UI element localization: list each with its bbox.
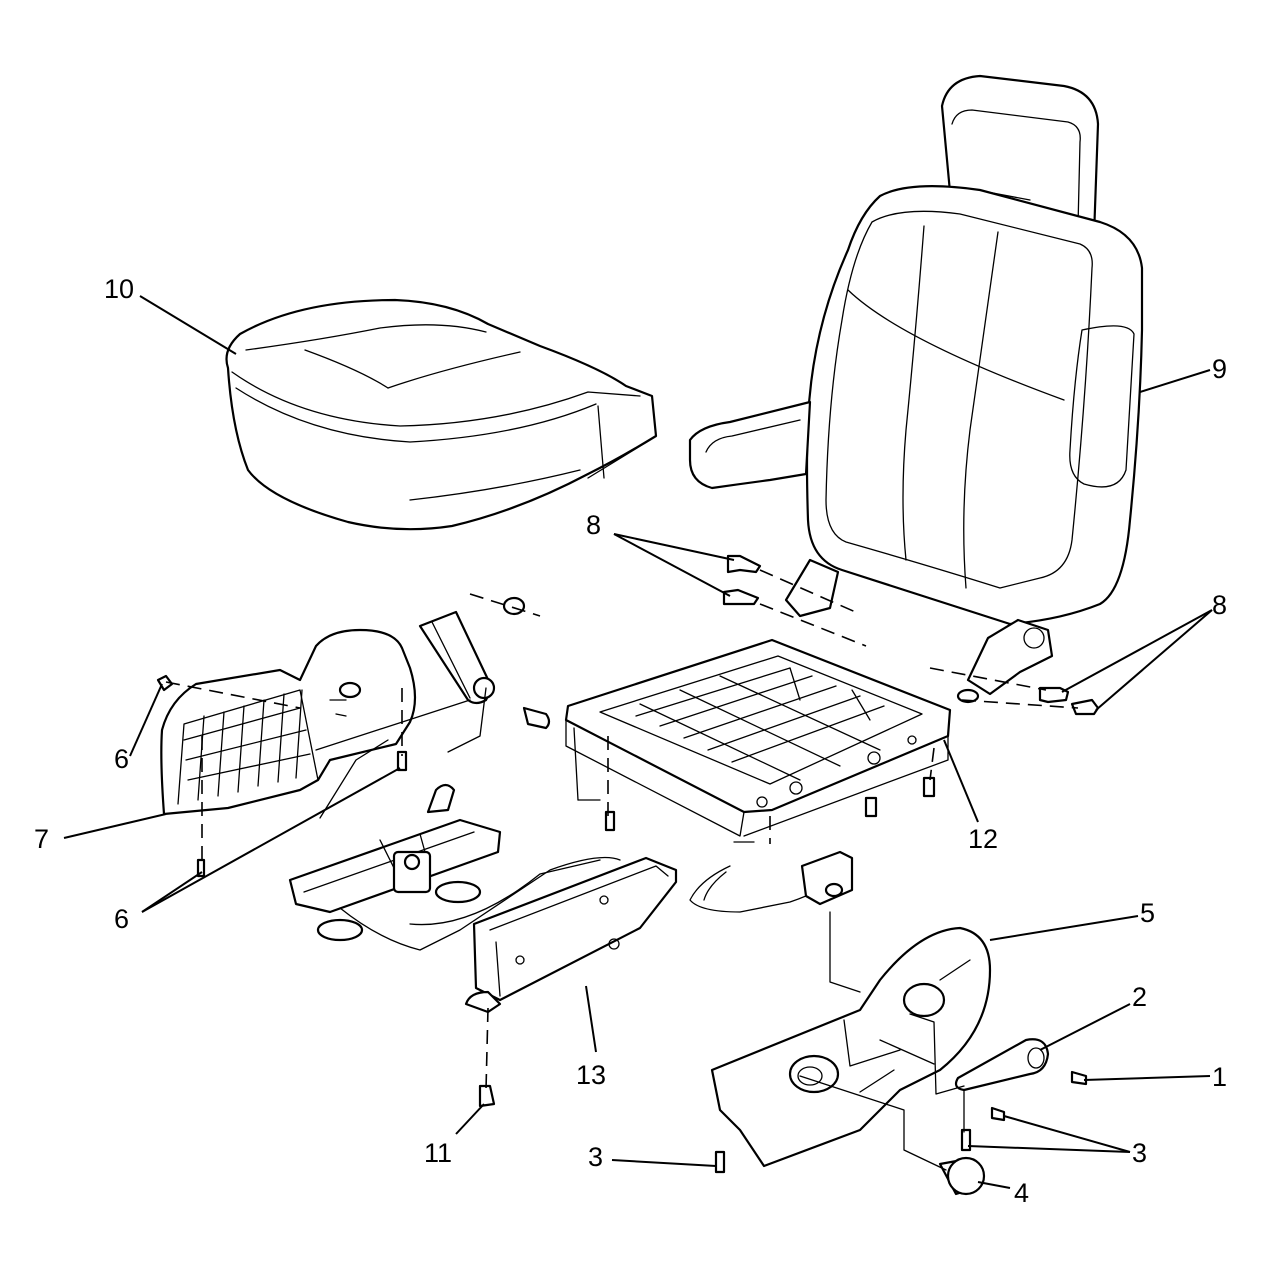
alignment-lines [165,569,1079,1171]
recline-handle [954,1038,1050,1092]
seat-back [688,74,1144,626]
callout-labels: 1 2 3 3 4 5 6 6 7 8 8 9 10 11 12 13 [34,274,1227,1208]
callout-11: 11 [424,1138,452,1168]
callout-12: 12 [968,824,998,854]
callout-7: 7 [34,824,49,854]
callout-13: 13 [576,1060,606,1090]
callout-8-right: 8 [1212,590,1227,620]
knob-cap [938,1156,986,1196]
wiring-harness [689,850,854,913]
callout-6-bottom: 6 [114,904,129,934]
callout-2: 2 [1132,982,1147,1012]
callout-10: 10 [104,274,134,304]
callout-9: 9 [1212,354,1227,384]
callout-8-left: 8 [586,510,601,540]
leader-lines [63,295,1213,1189]
callout-5: 5 [1140,898,1155,928]
callout-4: 4 [1014,1178,1029,1208]
callout-1: 1 [1212,1062,1227,1092]
side-shield [710,926,992,1168]
seat-frame [564,638,952,843]
seat-trim-panel [160,628,417,816]
seat-cushion [225,298,658,531]
callout-3-left: 3 [588,1142,603,1172]
callout-6-top: 6 [114,744,129,774]
seat-adjuster [288,818,678,1014]
recliner-arm [418,610,496,814]
callout-3-right: 3 [1132,1138,1147,1168]
